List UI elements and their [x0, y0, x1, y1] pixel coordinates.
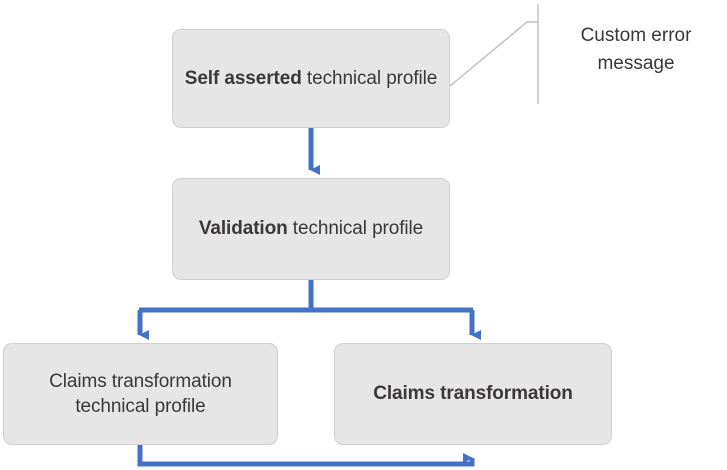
validation-node-label-regular: technical profile: [287, 218, 424, 240]
self-asserted-node-label: Self asserted technical profile: [185, 66, 438, 91]
claims-transformation-technical-profile-node[interactable]: Claims transformation technical profile: [3, 343, 278, 445]
connector-validation-branch-trunk: [139, 280, 473, 313]
self-asserted-node-label-regular: technical profile: [301, 67, 438, 89]
claims-transformation-node[interactable]: Claims transformation: [334, 343, 612, 445]
validation-node-label-bold: Validation: [198, 218, 288, 240]
claims-transformation-node-label-bold: Claims transformation: [373, 383, 573, 405]
custom-error-message-annotation: Custom error message: [552, 22, 720, 77]
validation-technical-profile-node[interactable]: Validation technical profile: [172, 178, 450, 280]
self-asserted-node-label-bold: Self asserted: [184, 67, 302, 89]
connector-claims-loop: [137, 445, 475, 467]
custom-error-message-line-2: message: [597, 52, 675, 74]
custom-error-message-line-1: Custom error: [580, 25, 692, 46]
self-asserted-technical-profile-node[interactable]: Self asserted technical profile: [172, 29, 450, 128]
claims-transformation-node-label: Claims transformation: [373, 381, 573, 406]
validation-node-label: Validation technical profile: [199, 216, 423, 241]
callout-leader-line: [449, 4, 539, 104]
claims-transformation-technical-profile-node-label: Claims transformation technical profile: [49, 370, 232, 417]
